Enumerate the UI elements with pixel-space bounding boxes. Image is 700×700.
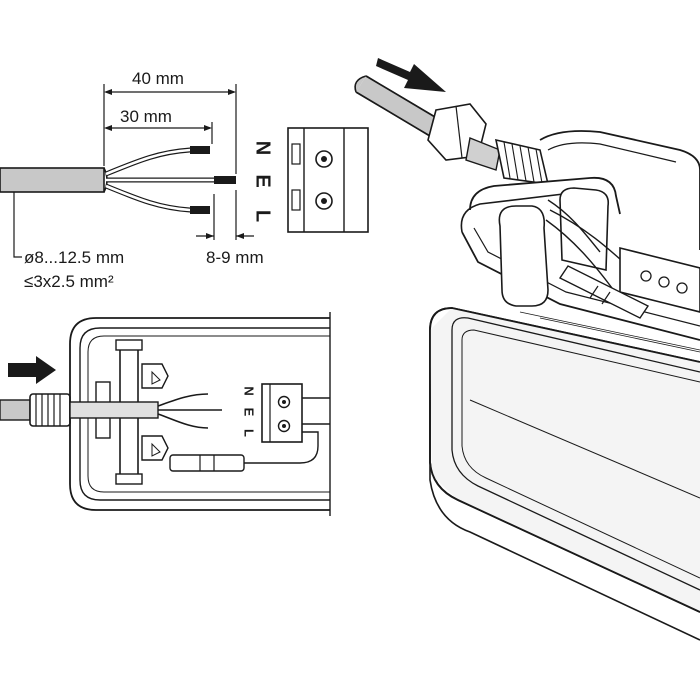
housing-section (0, 312, 331, 516)
terminal-label-n: N (252, 141, 274, 155)
dim-label-strip-length: 8-9 mm (206, 248, 264, 267)
terminal-block-detail (261, 383, 303, 443)
terminal-detail-label-l: L (242, 429, 257, 437)
stripped-cable (0, 146, 236, 214)
terminal-detail-label-e: E (242, 408, 257, 417)
cable-sheath (0, 399, 31, 421)
cable-diameter-spec: ø8...12.5 mm (24, 248, 124, 267)
terminal-screw-icon (658, 276, 670, 288)
dim-label-40mm: 40 mm (132, 69, 184, 88)
cable-sheath (0, 167, 105, 193)
dim-label-30mm: 30 mm (120, 107, 172, 126)
insertion-arrow-iso-icon (376, 58, 446, 92)
cable-gland (494, 138, 550, 185)
terminal-screw-icon (676, 282, 688, 294)
terminal-detail-label-n: N (242, 386, 257, 395)
terminal-block-top (287, 127, 369, 233)
terminal-label-e: E (252, 174, 274, 187)
insertion-arrow-left-icon (8, 356, 56, 384)
cable-cross-section-spec: ≤3x2.5 mm² (24, 272, 114, 291)
cable-end (354, 75, 367, 93)
inline-connector (169, 454, 245, 472)
dimension-markers (13, 84, 254, 258)
luminaire-iso (354, 75, 700, 641)
terminal-label-l: L (252, 210, 274, 222)
terminal-screw-icon (640, 270, 652, 282)
